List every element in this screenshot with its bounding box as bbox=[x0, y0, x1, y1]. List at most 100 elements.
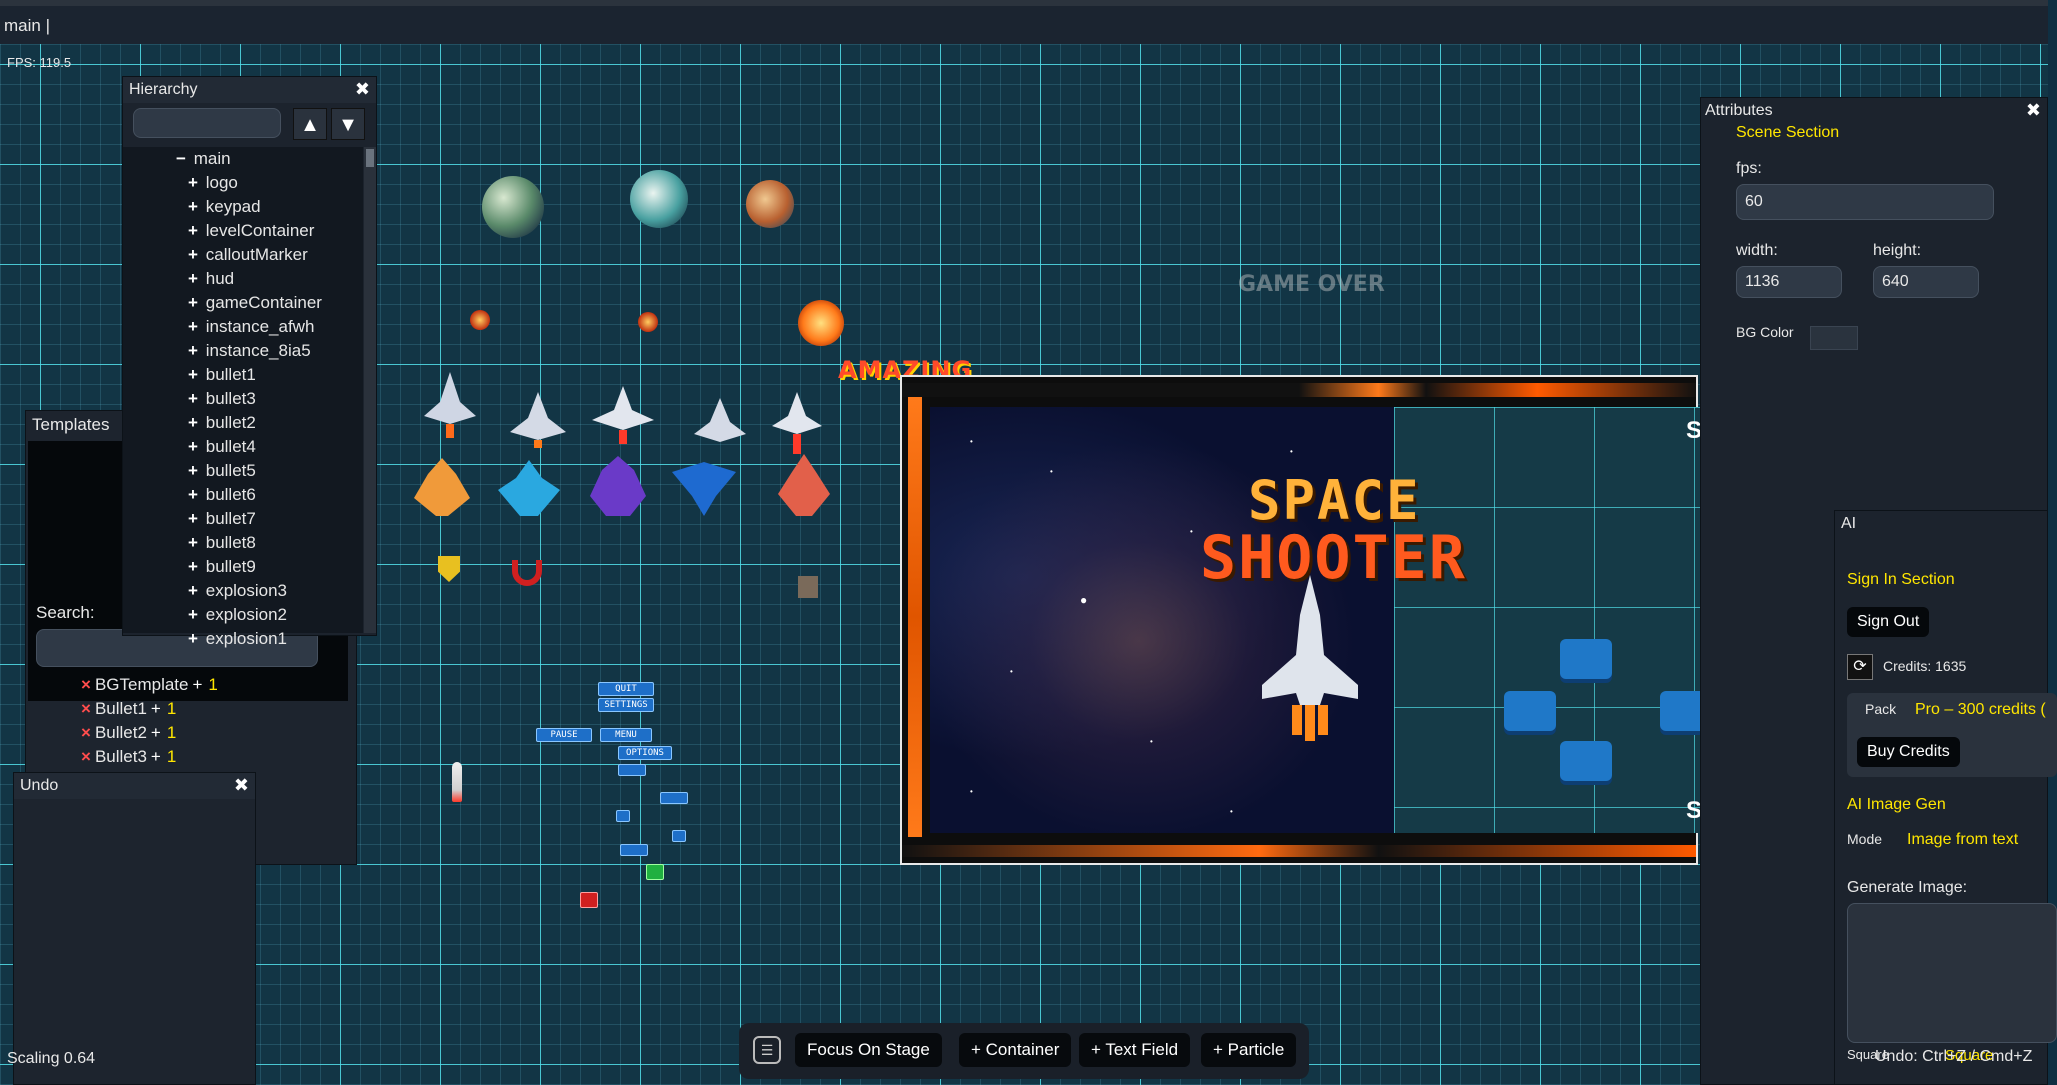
delete-icon[interactable]: × bbox=[81, 723, 91, 742]
expand-icon[interactable]: + bbox=[188, 221, 198, 240]
tree-item[interactable]: + explosion1 bbox=[123, 627, 363, 651]
tree-item[interactable]: + bullet6 bbox=[123, 483, 363, 507]
expand-icon[interactable]: + bbox=[188, 437, 198, 456]
collapse-icon[interactable]: − bbox=[176, 149, 186, 168]
expand-icon[interactable]: + bbox=[188, 509, 198, 528]
mode-select[interactable]: Image from text bbox=[1907, 831, 2019, 848]
tree-item[interactable]: + hud bbox=[123, 267, 363, 291]
dpad-left-button[interactable] bbox=[1504, 691, 1556, 731]
magnet-powerup-icon[interactable] bbox=[512, 560, 542, 586]
game-preview-frame[interactable]: • • ● • • • • • • SPACE SHOOTER S S bbox=[900, 375, 1712, 865]
add-icon[interactable]: + bbox=[150, 699, 161, 718]
pack-select[interactable]: Pro – 300 credits ( bbox=[1915, 701, 2046, 718]
ship-sprite-3[interactable] bbox=[592, 386, 654, 446]
menu-sprite[interactable]: MENU bbox=[600, 728, 652, 742]
tree-item[interactable]: + explosion2 bbox=[123, 603, 363, 627]
bg-color-swatch[interactable] bbox=[1810, 326, 1858, 350]
expand-icon[interactable]: + bbox=[188, 317, 198, 336]
pause-sprite[interactable]: PAUSE bbox=[536, 728, 592, 742]
expand-icon[interactable]: + bbox=[188, 389, 198, 408]
enemy-sprite-purple[interactable] bbox=[590, 456, 646, 516]
dpad-down-button[interactable] bbox=[1560, 741, 1612, 781]
explosion-sprite[interactable] bbox=[798, 300, 844, 346]
quit-sprite[interactable]: QUIT bbox=[598, 682, 654, 696]
enemy-sprite-red[interactable] bbox=[778, 454, 830, 516]
ship-sprite-2[interactable] bbox=[510, 392, 566, 448]
expand-icon[interactable]: + bbox=[188, 557, 198, 576]
tree-item[interactable]: + keypad bbox=[123, 195, 363, 219]
delete-icon[interactable]: × bbox=[81, 675, 91, 694]
options-sprite[interactable]: OPTIONS bbox=[618, 746, 672, 760]
tree-item[interactable]: + bullet1 bbox=[123, 363, 363, 387]
tree-item-main[interactable]: − main bbox=[123, 147, 363, 171]
add-text-field-button[interactable]: + Text Field bbox=[1079, 1033, 1191, 1067]
scrollbar-thumb[interactable] bbox=[366, 149, 374, 167]
undo-title-bar[interactable]: Undo ✖ bbox=[14, 773, 255, 799]
expand-icon[interactable]: + bbox=[188, 533, 198, 552]
settings-sprite[interactable]: SETTINGS bbox=[598, 698, 654, 712]
close-icon[interactable]: ✖ bbox=[354, 79, 370, 99]
game-over-text[interactable]: GAME OVER bbox=[1238, 272, 1385, 297]
buy-credits-button[interactable]: Buy Credits bbox=[1857, 737, 1960, 767]
height-input[interactable]: 640 bbox=[1873, 266, 1979, 298]
enemy-sprite-cyan[interactable] bbox=[498, 460, 560, 516]
delete-icon[interactable]: × bbox=[81, 747, 91, 766]
hierarchy-title-bar[interactable]: Hierarchy ✖ bbox=[123, 77, 376, 103]
planet-sprite-2[interactable] bbox=[630, 170, 688, 228]
tree-item[interactable]: + bullet7 bbox=[123, 507, 363, 531]
tree-item[interactable]: + bullet9 bbox=[123, 555, 363, 579]
hierarchy-search-input[interactable] bbox=[133, 108, 281, 138]
tree-item[interactable]: + explosion3 bbox=[123, 579, 363, 603]
expand-icon[interactable]: + bbox=[188, 269, 198, 288]
sound-button-sprite[interactable] bbox=[646, 864, 664, 880]
enemy-sprite-orange[interactable] bbox=[414, 458, 470, 516]
hierarchy-scrollbar[interactable] bbox=[364, 147, 376, 633]
template-row[interactable]: ×BGTemplate+1 bbox=[81, 675, 218, 694]
expand-icon[interactable]: + bbox=[188, 173, 198, 192]
focus-on-stage-button[interactable]: Focus On Stage bbox=[795, 1033, 942, 1067]
expand-icon[interactable]: + bbox=[188, 485, 198, 504]
sign-out-button[interactable]: Sign Out bbox=[1847, 607, 1930, 637]
tree-item[interactable]: + calloutMarker bbox=[123, 243, 363, 267]
fps-input[interactable]: 60 bbox=[1736, 184, 1994, 220]
expand-icon[interactable]: + bbox=[188, 413, 198, 432]
move-down-button[interactable]: ▼ bbox=[331, 108, 365, 140]
expand-icon[interactable]: + bbox=[188, 245, 198, 264]
stage-icon[interactable]: ☰ bbox=[753, 1036, 781, 1064]
tree-item[interactable]: + bullet4 bbox=[123, 435, 363, 459]
tree-item[interactable]: + bullet3 bbox=[123, 387, 363, 411]
expand-icon[interactable]: + bbox=[188, 605, 198, 624]
expand-icon[interactable]: + bbox=[188, 341, 198, 360]
mute-button-sprite[interactable] bbox=[580, 892, 598, 908]
template-row[interactable]: ×Bullet3+1 bbox=[81, 747, 177, 766]
ship-sprite-1[interactable] bbox=[424, 372, 476, 442]
template-row[interactable]: ×Bullet2+1 bbox=[81, 723, 177, 742]
expand-icon[interactable]: + bbox=[188, 581, 198, 600]
move-up-button[interactable]: ▲ bbox=[293, 108, 327, 140]
add-particle-button[interactable]: + Particle bbox=[1201, 1033, 1297, 1067]
tree-item[interactable]: + instance_afwh bbox=[123, 315, 363, 339]
add-icon[interactable]: + bbox=[150, 723, 161, 742]
expand-icon[interactable]: + bbox=[188, 293, 198, 312]
expand-icon[interactable]: + bbox=[188, 365, 198, 384]
expand-icon[interactable]: + bbox=[188, 629, 198, 648]
close-icon[interactable]: ✖ bbox=[233, 775, 249, 795]
small-blue-button-1[interactable] bbox=[618, 764, 646, 776]
missile-sprite[interactable] bbox=[452, 762, 462, 802]
expand-icon[interactable]: + bbox=[188, 197, 198, 216]
planet-sprite-3[interactable] bbox=[746, 180, 794, 228]
small-blue-button-4[interactable] bbox=[672, 830, 686, 842]
tree-item[interactable]: + gameContainer bbox=[123, 291, 363, 315]
planet-sprite-1[interactable] bbox=[482, 176, 544, 238]
ship-sprite-5[interactable] bbox=[772, 392, 822, 458]
player-ship-sprite[interactable] bbox=[1262, 575, 1358, 745]
refresh-icon[interactable]: ⟳ bbox=[1847, 654, 1873, 680]
enemy-sprite-blue[interactable] bbox=[672, 462, 736, 516]
expand-icon[interactable]: + bbox=[188, 461, 198, 480]
small-blue-button-5[interactable] bbox=[620, 844, 648, 856]
delete-icon[interactable]: × bbox=[81, 699, 91, 718]
attributes-title-bar[interactable]: Attributes ✖ bbox=[1701, 98, 2047, 124]
explosion-small-1[interactable] bbox=[470, 310, 490, 330]
tree-item[interactable]: + bullet2 bbox=[123, 411, 363, 435]
add-icon[interactable]: + bbox=[192, 675, 203, 694]
